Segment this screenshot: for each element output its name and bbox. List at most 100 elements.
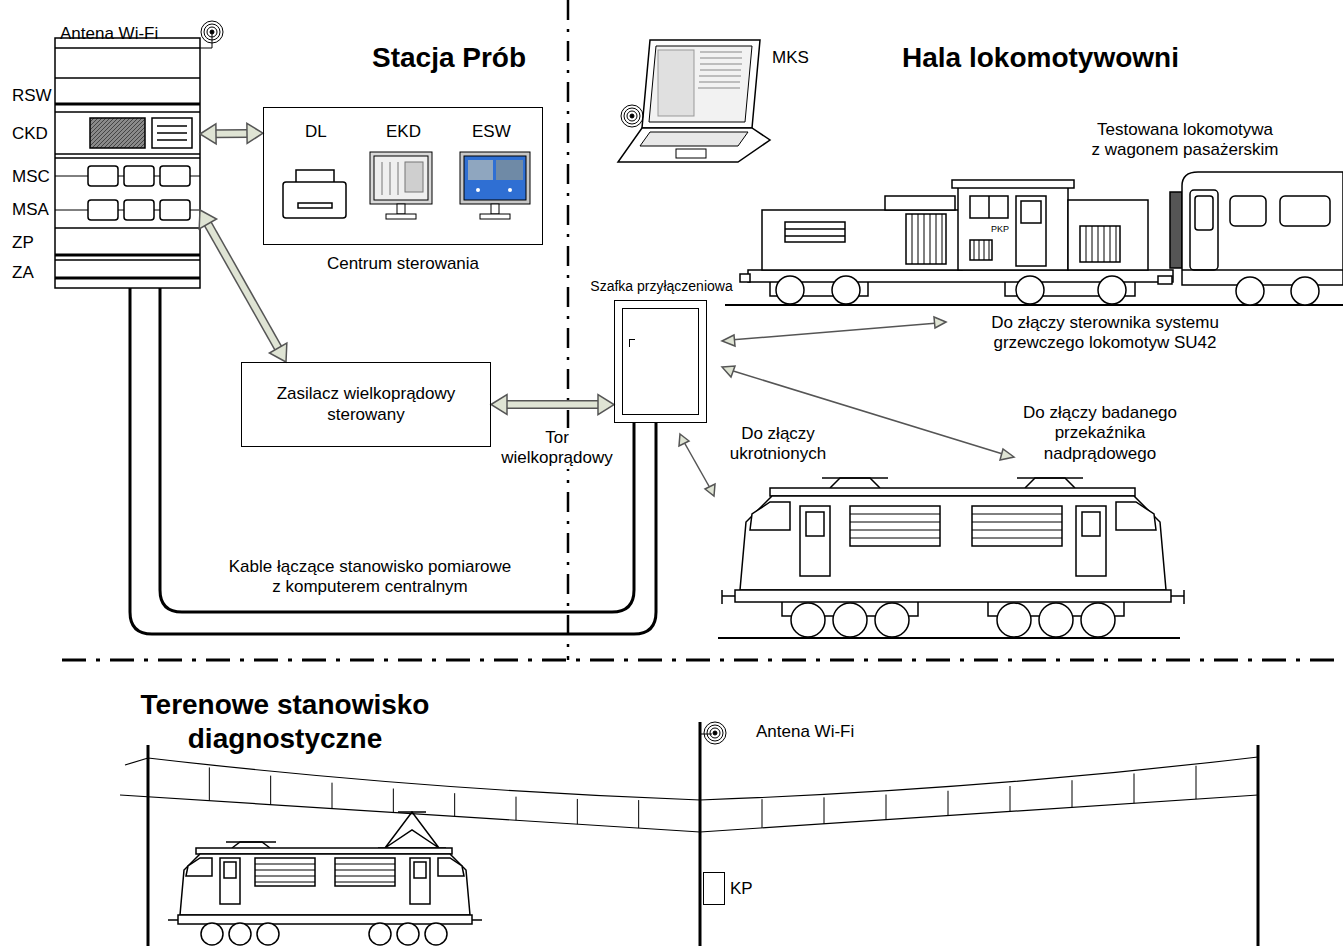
electric-locomotive bbox=[850, 506, 940, 546]
dropper-wire bbox=[762, 799, 763, 828]
wifi-antenna bbox=[207, 27, 217, 37]
node-label: Zasilacz wielkoprądowy sterowany bbox=[252, 384, 480, 425]
monitor-icon bbox=[374, 156, 428, 200]
electric-locomotive bbox=[220, 858, 240, 904]
wifi-antenna bbox=[704, 722, 726, 744]
section-divider bbox=[62, 0, 1343, 660]
connection-note: Do złączy badanego przekaźnika nadprądow… bbox=[1015, 403, 1185, 464]
dropper-wire bbox=[270, 776, 271, 805]
electric-locomotive bbox=[833, 603, 867, 637]
wifi-antenna bbox=[704, 722, 726, 744]
electric-locomotive bbox=[335, 858, 395, 886]
electric-locomotive bbox=[335, 864, 395, 882]
node-label: RSW bbox=[12, 86, 52, 106]
diesel-locomotive bbox=[1016, 196, 1046, 266]
electric-locomotive bbox=[740, 496, 1166, 590]
server-rack bbox=[55, 47, 200, 49]
dropper-wire bbox=[209, 767, 210, 800]
electric-locomotive bbox=[1183, 590, 1185, 604]
diesel-locomotive bbox=[1016, 276, 1044, 304]
server-rack bbox=[152, 118, 192, 148]
cabinet-door bbox=[622, 308, 699, 415]
dropper-wire bbox=[886, 795, 887, 820]
dropper-wire bbox=[638, 800, 639, 828]
laptop-icon bbox=[676, 149, 706, 158]
electric-locomotive bbox=[1082, 512, 1100, 536]
diesel-locomotive bbox=[785, 235, 845, 237]
cabinet-handle bbox=[629, 339, 635, 347]
laptop-icon bbox=[649, 46, 752, 122]
wifi-antenna bbox=[200, 48, 212, 49]
passenger-carriage bbox=[1170, 172, 1343, 305]
antenna-label: Antena Wi-Fi bbox=[756, 722, 854, 742]
section-title: Hala lokomotywowni bbox=[902, 41, 1179, 75]
device-label: DL bbox=[305, 122, 327, 142]
diesel-locomotive bbox=[1068, 200, 1148, 270]
server-rack bbox=[124, 200, 154, 220]
electric-locomotive bbox=[972, 506, 1062, 546]
vehicle-label: Testowana lokomotywa z wagonem pasażersk… bbox=[1060, 120, 1310, 161]
diesel-locomotive bbox=[912, 214, 942, 264]
electric-locomotive bbox=[255, 864, 315, 882]
diesel-locomotive bbox=[906, 214, 946, 264]
server-rack bbox=[55, 277, 200, 280]
server-rack bbox=[55, 259, 200, 261]
electric-locomotive bbox=[232, 842, 270, 848]
diesel-locomotive bbox=[970, 240, 992, 260]
electric-locomotive bbox=[1116, 502, 1156, 530]
server-rack bbox=[55, 111, 200, 113]
leader-arrow bbox=[1000, 449, 1014, 460]
diesel-locomotive bbox=[1086, 226, 1116, 262]
leader-arrow bbox=[730, 323, 938, 340]
electric-locomotive bbox=[791, 603, 825, 637]
wifi-antenna bbox=[204, 24, 220, 40]
monitor-icon bbox=[370, 152, 432, 204]
passenger-carriage bbox=[1195, 196, 1213, 230]
server-rack bbox=[160, 166, 190, 186]
dropper-wire bbox=[516, 797, 517, 821]
wifi-antenna bbox=[212, 34, 213, 48]
monitor-icon bbox=[390, 162, 391, 195]
electric-locomotive bbox=[722, 595, 735, 597]
rack-module: MSC bbox=[12, 166, 200, 188]
rack-module: MSA bbox=[12, 199, 200, 221]
connection-note: Do złączy sterownika systemu grzewczego … bbox=[950, 313, 1260, 354]
wifi-antenna bbox=[200, 21, 223, 48]
leader-arrow bbox=[722, 335, 735, 346]
arrow-head bbox=[199, 210, 216, 229]
wifi-antenna bbox=[621, 105, 643, 127]
passenger-carriage bbox=[1170, 192, 1182, 268]
catenary bbox=[699, 722, 702, 946]
leader-arrow bbox=[705, 484, 715, 496]
diesel-locomotive bbox=[952, 180, 1074, 188]
passenger-carriage bbox=[1291, 277, 1319, 305]
power-supply-box: Zasilacz wielkoprądowy sterowany bbox=[241, 362, 491, 447]
electric-locomotive bbox=[229, 923, 251, 945]
edge-label: Tor wielkoprądowy bbox=[495, 428, 619, 469]
arrow-body bbox=[207, 222, 279, 350]
passenger-carriage bbox=[1230, 196, 1266, 226]
wifi-antenna bbox=[713, 731, 717, 735]
computer-label: MKS bbox=[772, 48, 809, 68]
data-link-arrow bbox=[200, 123, 263, 143]
dropper-wire bbox=[393, 789, 394, 813]
server-rack bbox=[55, 227, 200, 229]
monitor-icon bbox=[491, 204, 499, 214]
dropper-wire bbox=[454, 793, 455, 816]
diesel-locomotive bbox=[785, 228, 845, 230]
monitor-icon bbox=[382, 162, 383, 195]
electric-locomotive bbox=[201, 923, 223, 945]
electric-locomotive bbox=[750, 502, 790, 530]
device-label: ESW bbox=[472, 122, 511, 142]
diesel-locomotive bbox=[988, 196, 990, 218]
electric-locomotive bbox=[822, 477, 888, 479]
electric-locomotive bbox=[850, 514, 940, 538]
leader-arrow bbox=[684, 442, 710, 488]
server-rack bbox=[55, 153, 200, 155]
laptop-icon bbox=[618, 40, 770, 162]
laptop-icon bbox=[642, 40, 760, 128]
monitor-icon bbox=[397, 204, 405, 214]
arrow-outline bbox=[207, 222, 279, 350]
printer-icon bbox=[298, 203, 332, 208]
